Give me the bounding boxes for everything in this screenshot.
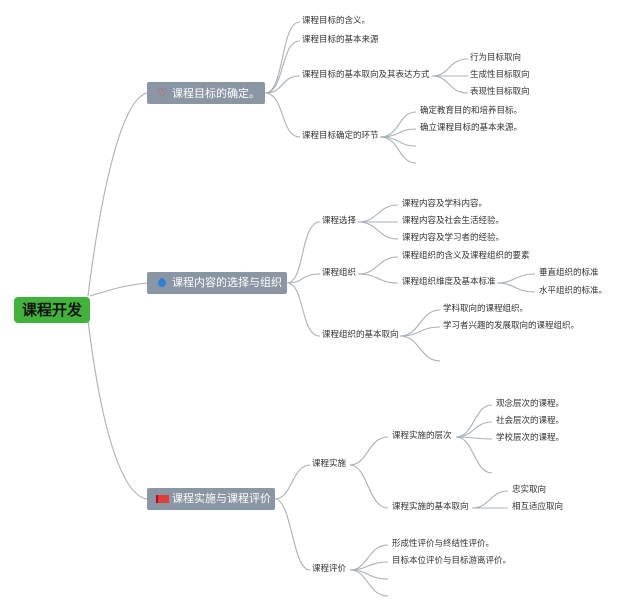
detail-item[interactable]: 水平组织的标准。	[539, 286, 608, 296]
topic-item[interactable]: 课程组织	[322, 268, 357, 278]
subtopic-item[interactable]: 学习者兴趣的发展取向的课程组织。	[443, 321, 580, 331]
subtopic-item[interactable]: 确立课程目标的基本来源。	[420, 123, 523, 133]
subtopic-item[interactable]: 课程内容及学科内容。	[402, 199, 488, 209]
subtopic-item[interactable]: 生成性目标取向	[470, 70, 530, 80]
topic-item[interactable]: 课程实施	[312, 459, 347, 469]
topic-item[interactable]: 课程评价	[312, 564, 347, 574]
branch-label: 课程内容的选择与组织	[172, 276, 282, 289]
branch-label: 课程目标的确定。	[172, 87, 260, 100]
root-topic[interactable]: 课程开发	[14, 297, 90, 323]
heart-icon: ♡	[156, 86, 168, 100]
subtopic-item[interactable]: 表现性目标取向	[470, 87, 530, 97]
subtopic-item[interactable]: 目标本位评价与目标游离评价。	[392, 556, 512, 566]
subtopic-item[interactable]: 课程内容及社会生活经验。	[402, 216, 505, 226]
branch-content-selection[interactable]: 课程内容的选择与组织	[147, 272, 287, 294]
topic-item[interactable]: 课程目标确定的环节	[302, 131, 379, 141]
detail-item[interactable]: 垂直组织的标准	[539, 268, 599, 278]
detail-item[interactable]: 相互适应取向	[512, 502, 564, 512]
water-drop-icon	[155, 272, 169, 294]
detail-item[interactable]: 学校层次的课程。	[496, 433, 565, 443]
topic-item[interactable]: 课程目标的基本取向及其表达方式	[302, 70, 430, 80]
flag-icon	[155, 488, 169, 510]
topic-item[interactable]: 课程目标的含义。	[302, 16, 371, 26]
branch-label: 课程实施与课程评价	[172, 492, 271, 505]
topic-item[interactable]: 课程目标的基本来源	[302, 35, 379, 45]
branch-course-objectives[interactable]: ♡ 课程目标的确定。	[147, 82, 265, 104]
subtopic-item[interactable]: 课程实施的基本取向	[392, 502, 469, 512]
subtopic-item[interactable]: 学科取向的课程组织。	[443, 304, 529, 314]
subtopic-item[interactable]: 课程组织的含义及课程组织的要素	[402, 251, 530, 261]
subtopic-item[interactable]: 确定教育目的和培养目标。	[420, 106, 523, 116]
detail-item[interactable]: 忠实取向	[512, 485, 547, 495]
detail-item[interactable]: 观念层次的课程。	[496, 399, 565, 409]
topic-item[interactable]: 课程选择	[322, 216, 357, 226]
branch-implementation-evaluation[interactable]: 课程实施与课程评价	[147, 488, 275, 510]
subtopic-item[interactable]: 形成性评价与终结性评价。	[392, 539, 495, 549]
subtopic-item[interactable]: 行为目标取向	[470, 53, 522, 63]
subtopic-item[interactable]: 课程实施的层次	[392, 431, 452, 441]
topic-item[interactable]: 课程组织的基本取向	[322, 330, 399, 340]
detail-item[interactable]: 社会层次的课程。	[496, 416, 565, 426]
subtopic-item[interactable]: 课程组织维度及基本标准	[402, 277, 496, 287]
subtopic-item[interactable]: 课程内容及学习者的经验。	[402, 233, 505, 243]
